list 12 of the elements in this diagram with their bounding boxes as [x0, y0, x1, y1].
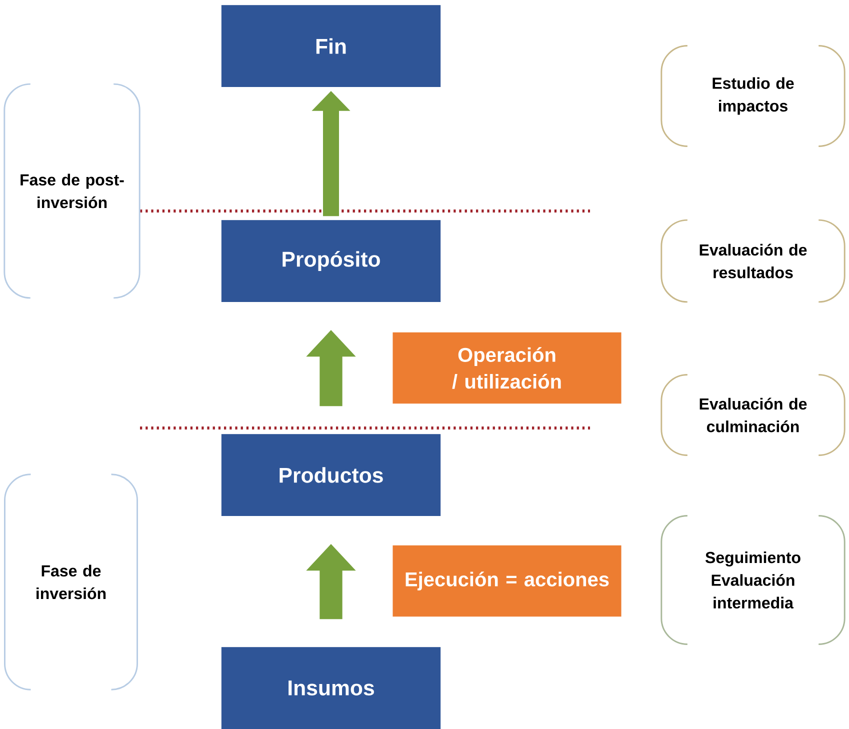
bracket-box: Fase de inversión [4, 474, 138, 690]
bracket-box: Seguimiento Evaluación intermedia [660, 515, 846, 645]
stage-box: Ejecución = acciones [392, 545, 622, 617]
level-box: Fin [221, 5, 441, 87]
stage-box: Operación / utilización [392, 332, 622, 404]
level-box: Insumos [221, 647, 441, 729]
bracket-box: Fase de post-inversión [4, 83, 140, 299]
bracket-box: Evaluación de culminación [660, 374, 846, 456]
bracket-box: Evaluación de resultados [660, 219, 846, 303]
level-box: Productos [221, 434, 441, 516]
level-box: Propósito [221, 220, 441, 302]
bracket-box: Estudio de impactos [660, 45, 846, 147]
